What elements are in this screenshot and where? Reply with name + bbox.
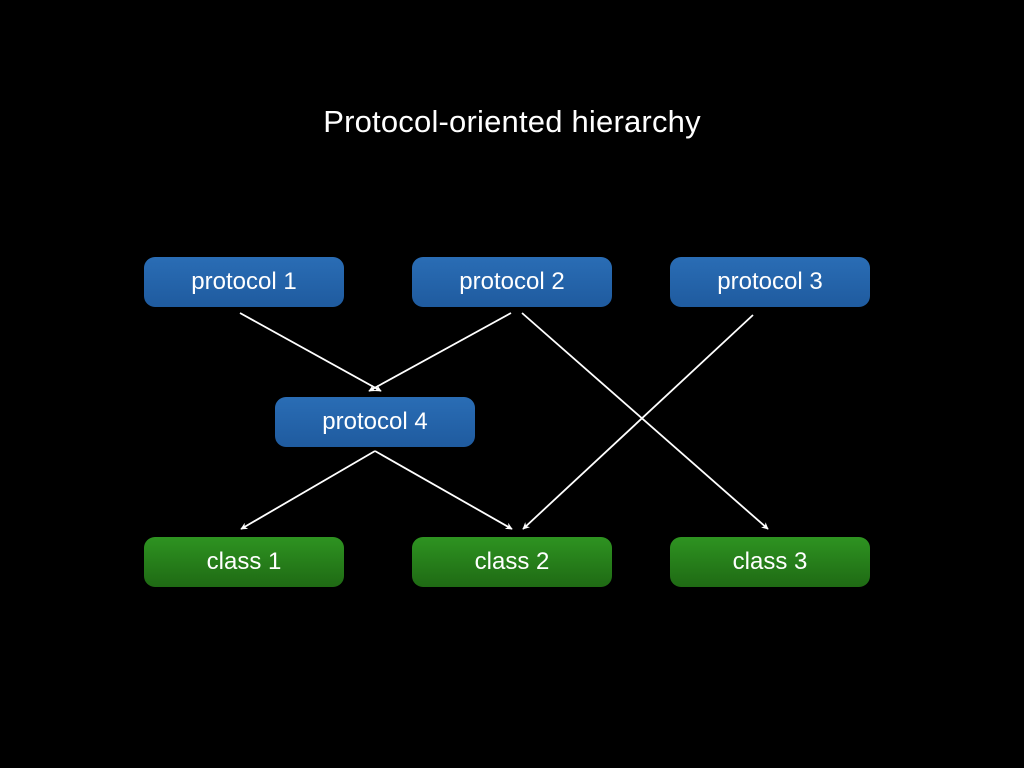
node-protocol-4: protocol 4 [275,397,475,447]
node-class-1-label: class 1 [206,548,282,575]
node-protocol-3-label: protocol 3 [717,268,823,295]
edge-protocol2-to-class3 [521,312,769,530]
node-protocol-3: protocol 3 [670,257,870,307]
edge-protocol4-to-class1 [240,450,376,530]
node-class-2: class 2 [412,537,612,587]
node-class-3-label: class 3 [732,548,808,575]
node-class-1: class 1 [144,537,344,587]
node-class-3: class 3 [670,537,870,587]
edge-protocol4-to-class2 [374,450,513,530]
node-class-2-label: class 2 [474,548,550,575]
edge-protocol2-to-protocol4 [368,312,512,392]
node-protocol-4-label: protocol 4 [322,408,428,435]
edge-protocol1-to-protocol4 [239,312,382,392]
edge-protocol3-to-class2 [522,314,754,530]
node-protocol-1: protocol 1 [144,257,344,307]
slide-title: Protocol-oriented hierarchy [323,104,701,139]
node-protocol-1-label: protocol 1 [191,268,297,295]
node-protocol-2-label: protocol 2 [459,268,565,295]
node-protocol-2: protocol 2 [412,257,612,307]
